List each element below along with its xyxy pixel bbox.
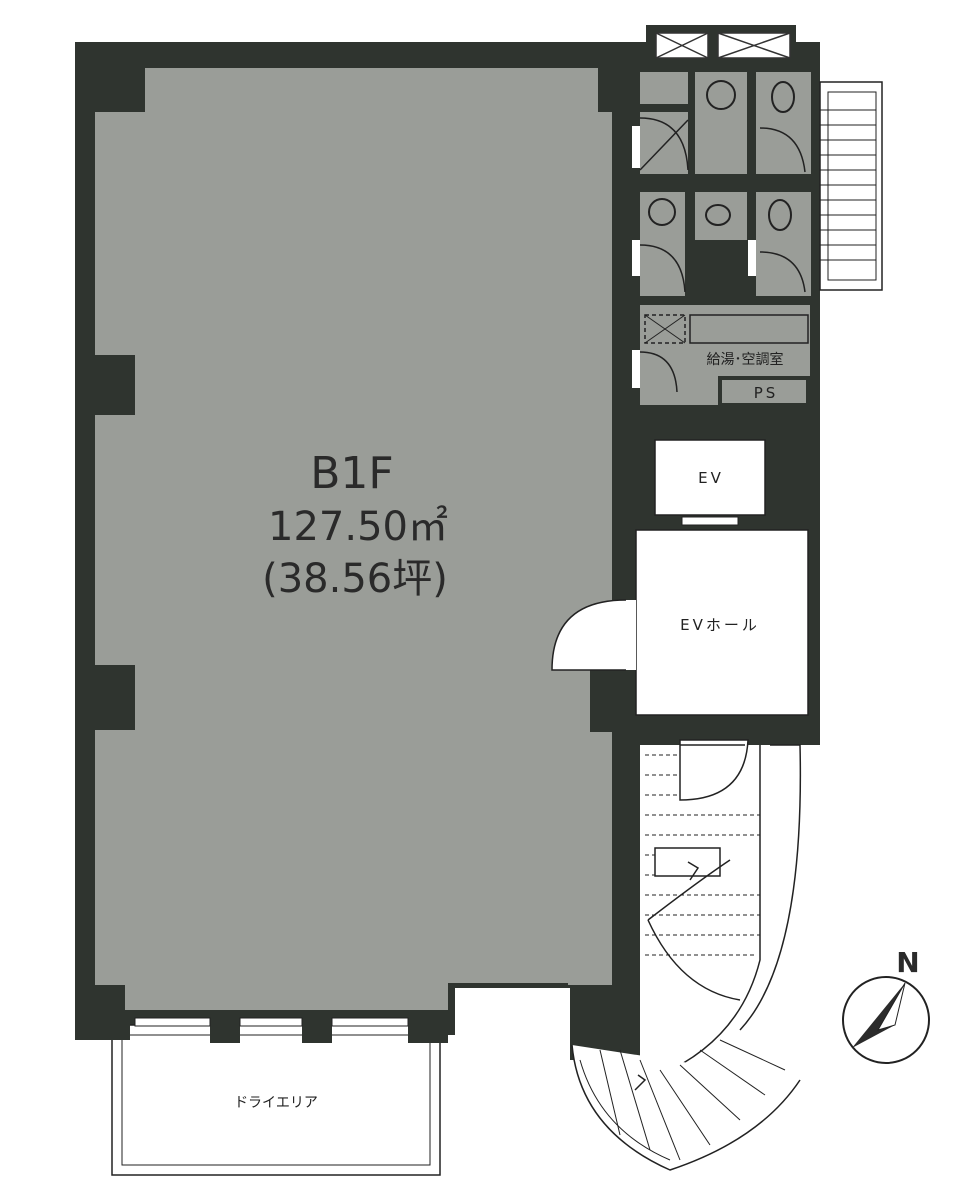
- compass: [842, 976, 930, 1064]
- exterior-stair: [819, 81, 883, 291]
- kitchen-ac-room-label: 給湯･空調室: [707, 351, 784, 368]
- north-label: N: [896, 946, 919, 979]
- ev-label: EV: [698, 469, 724, 487]
- toilet-block-lower: [632, 192, 811, 296]
- toilet-block-upper: [632, 72, 811, 174]
- floor-name-label: B1F: [310, 448, 394, 499]
- ev-hall-label: EVホール: [680, 616, 760, 634]
- floor-area-sqm-label: 127.50㎡: [268, 504, 448, 550]
- kitchen-ac-room: [632, 305, 810, 407]
- vent-boxes: [646, 25, 796, 65]
- floor-area-tsubo-label: (38.56坪): [262, 556, 448, 602]
- staircase: [571, 739, 820, 1171]
- office-door: [551, 599, 636, 671]
- office-floor: [95, 68, 612, 1010]
- ev-hall: [635, 529, 809, 716]
- ev-shaft: [654, 439, 766, 516]
- dry-area-label: ドライエリア: [234, 1095, 318, 1111]
- dry-area: [75, 1010, 448, 1176]
- ps-label: PS: [754, 384, 779, 402]
